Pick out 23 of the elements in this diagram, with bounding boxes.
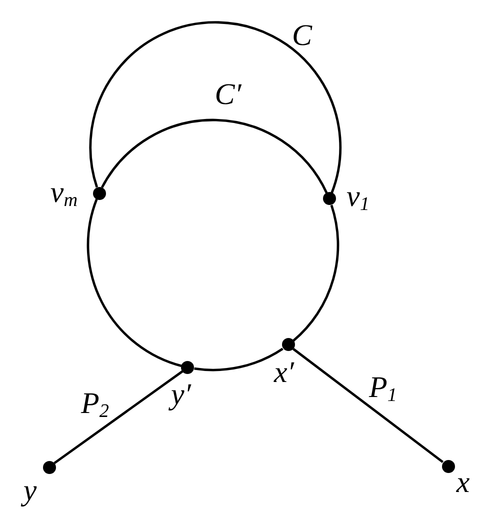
line-segment bbox=[54, 370, 184, 464]
vertex-dot bbox=[282, 338, 295, 352]
circle-arc bbox=[100, 118, 328, 194]
circle-arc bbox=[292, 204, 340, 342]
edge-label: P$_{2}$ bbox=[81, 386, 109, 422]
circle-arc bbox=[89, 21, 342, 194]
circle-arc bbox=[194, 348, 284, 372]
vertex-dot bbox=[322, 192, 336, 206]
line-segment bbox=[292, 348, 444, 464]
edge-label: P$_{1}$ bbox=[369, 370, 397, 406]
vertex-label: x bbox=[456, 465, 470, 501]
circle-arc bbox=[86, 198, 182, 368]
vertex-dot bbox=[42, 460, 56, 474]
vertex-label: y bbox=[23, 473, 37, 509]
curve-label: C bbox=[292, 18, 312, 54]
curve-label: C′ bbox=[214, 77, 242, 113]
vertex-label: x′ bbox=[274, 355, 294, 391]
vertex-label: v$_{m}$ bbox=[50, 175, 78, 211]
vertex-dot bbox=[181, 360, 194, 374]
vertex-label: v$_{1}$ bbox=[346, 179, 370, 215]
vertex-label: y′ bbox=[171, 377, 191, 413]
vertex-dot bbox=[92, 186, 106, 200]
vertex-dot bbox=[442, 460, 454, 472]
